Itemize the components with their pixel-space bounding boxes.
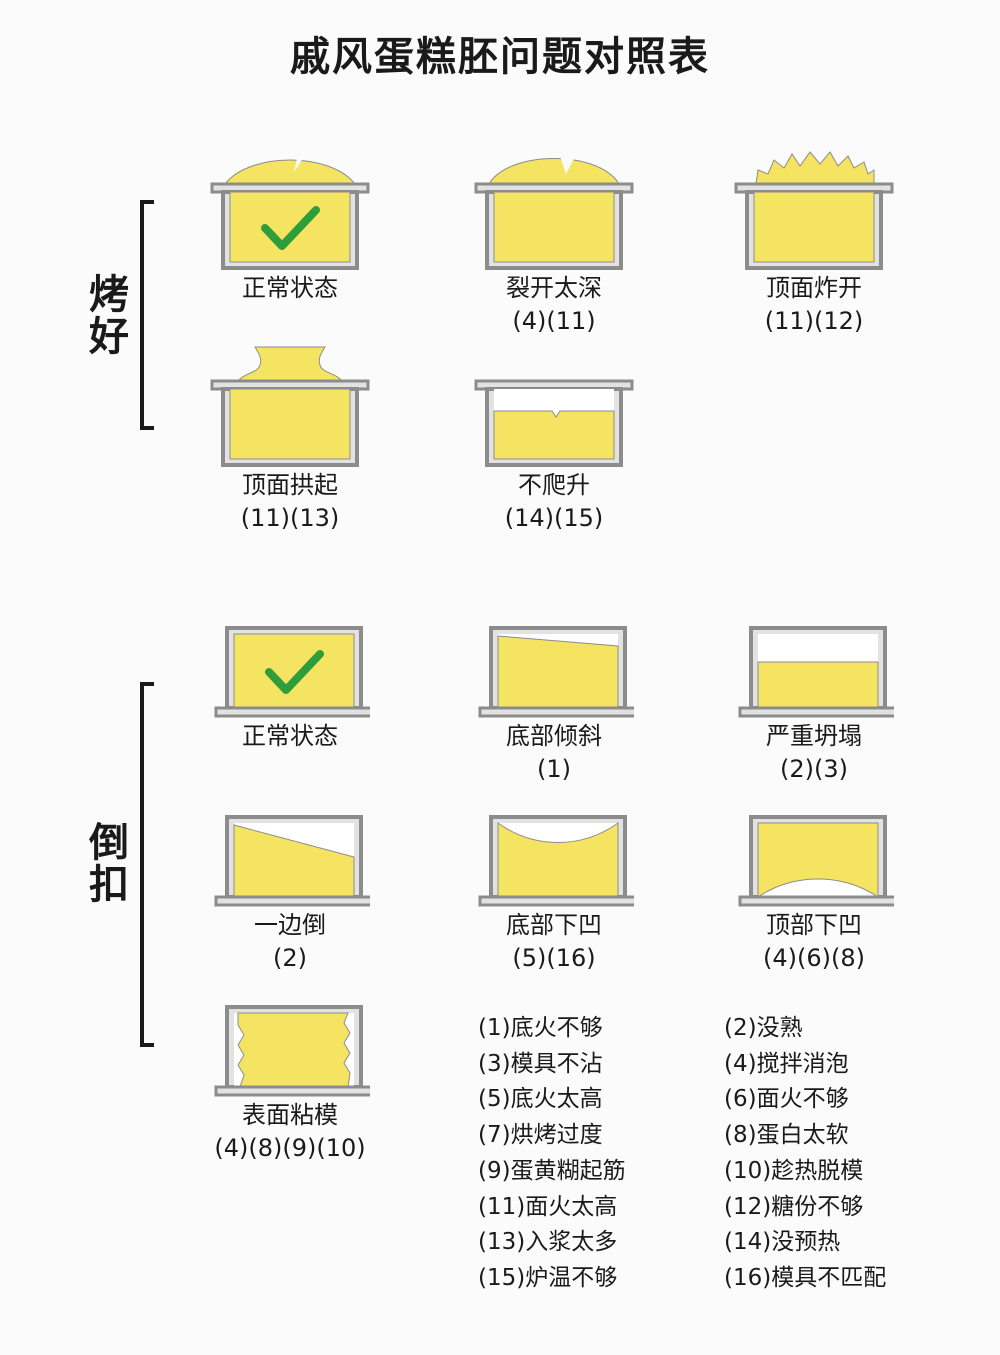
- check-icon: [265, 650, 324, 694]
- cake-diagram-deep-crack: [474, 153, 634, 270]
- cake-diagram-top-domed: [210, 346, 370, 467]
- cause-item: (5)底火太高: [478, 1086, 603, 1113]
- case-name: 不爬升: [518, 471, 590, 499]
- case-inverted-one-side: 一边倒 (2): [180, 815, 400, 975]
- cake-diagram-top-concave: [738, 815, 894, 907]
- case-inverted-severe-collapse: 严重坍塌 (2)(3): [704, 626, 924, 786]
- case-causes: (1): [537, 755, 571, 783]
- cake-diagram-no-rise: [474, 379, 634, 467]
- case-inverted-bottom-tilt: 底部倾斜 (1): [444, 626, 664, 786]
- cause-item: (11)面火太高: [478, 1193, 618, 1220]
- case-inverted-normal: 正常状态: [180, 626, 400, 753]
- cake-diagram-bottom-concave: [478, 815, 634, 907]
- causes-list-left: (1)底火不够 (3)模具不沾 (5)底火太高 (7)烘烤过度 (9)蛋黄糊起筋…: [478, 1011, 626, 1297]
- page-title: 戚风蛋糕胚问题对照表: [290, 34, 710, 80]
- case-inverted-stick-to-mold: 表面粘模 (4)(8)(9)(10): [180, 1005, 400, 1165]
- case-causes: (14)(15): [504, 504, 604, 532]
- case-inverted-top-concave: 顶部下凹 (4)(6)(8): [704, 815, 924, 975]
- cake-diagram-top-burst: [734, 151, 894, 270]
- cake-diagram-stick-to-mold: [214, 1005, 370, 1097]
- cause-item: (8)蛋白太软: [724, 1122, 849, 1149]
- cause-item: (6)面火不够: [724, 1086, 849, 1113]
- case-causes: (2)(3): [780, 755, 848, 783]
- inverted-bracket: [140, 682, 154, 1047]
- cause-item: (16)模具不匹配: [724, 1264, 887, 1291]
- case-name: 严重坍塌: [766, 722, 862, 750]
- case-causes: (11)(13): [240, 504, 340, 532]
- cake-diagram-one-side: [214, 815, 370, 907]
- cake-diagram-severe-collapse: [738, 626, 894, 718]
- baked-bracket: [140, 200, 154, 430]
- cake-diagram-normal: [210, 154, 370, 270]
- case-causes: (11)(12): [764, 307, 864, 335]
- cause-item: (12)糖份不够: [724, 1193, 864, 1220]
- case-name: 一边倒: [254, 911, 326, 939]
- causes-list-right: (2)没熟 (4)搅拌消泡 (6)面火不够 (8)蛋白太软 (10)趁热脱模 (…: [724, 1011, 886, 1297]
- cause-item: (4)搅拌消泡: [724, 1050, 849, 1077]
- case-baked-no-rise: 不爬升 (14)(15): [444, 345, 664, 535]
- cause-item: (10)趁热脱模: [724, 1157, 864, 1184]
- case-name: 表面粘模: [242, 1101, 338, 1129]
- case-causes: (2): [273, 944, 307, 972]
- case-causes: (5)(16): [512, 944, 596, 972]
- cake-diagram-bottom-tilt: [478, 626, 634, 718]
- case-inverted-bottom-concave: 底部下凹 (5)(16): [444, 815, 664, 975]
- check-icon: [261, 206, 320, 250]
- cake-diagram-inverted-normal: [214, 626, 370, 718]
- section-label-baked: 烤好: [89, 272, 129, 360]
- case-baked-top-domed: 顶面拱起 (11)(13): [180, 345, 400, 535]
- cause-item: (14)没预热: [724, 1229, 841, 1256]
- cause-item: (9)蛋黄糊起筋: [478, 1157, 626, 1184]
- cause-item: (1)底火不够: [478, 1015, 603, 1041]
- cause-item: (3)模具不沾: [478, 1050, 603, 1077]
- cause-item: (15)炉温不够: [478, 1264, 618, 1291]
- case-name: 正常状态: [242, 722, 338, 750]
- section-label-inverted: 倒扣: [89, 820, 129, 908]
- case-name: 顶面拱起: [242, 471, 338, 499]
- case-name: 裂开太深: [506, 274, 602, 302]
- case-baked-normal: 正常状态: [180, 148, 400, 305]
- case-name: 底部下凹: [506, 911, 602, 939]
- cause-item: (13)入浆太多: [478, 1229, 618, 1256]
- cause-item: (7)烘烤过度: [478, 1122, 603, 1149]
- case-name: 正常状态: [242, 274, 338, 302]
- case-causes: (4)(6)(8): [763, 944, 865, 972]
- cause-item: (2)没熟: [724, 1015, 803, 1041]
- case-baked-deep-crack: 裂开太深 (4)(11): [444, 148, 664, 338]
- case-name: 底部倾斜: [506, 722, 602, 750]
- case-causes: (4)(8)(9)(10): [214, 1134, 366, 1162]
- case-causes: (4)(11): [512, 307, 596, 335]
- case-name: 顶部下凹: [766, 911, 862, 939]
- case-baked-top-burst: 顶面炸开 (11)(12): [704, 148, 924, 338]
- case-name: 顶面炸开: [766, 274, 862, 302]
